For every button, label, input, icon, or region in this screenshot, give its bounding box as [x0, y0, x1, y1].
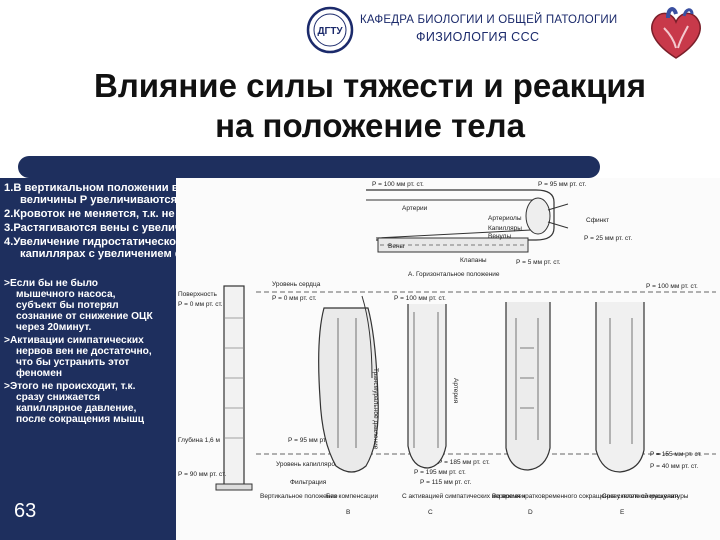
label-venules: Венулы [488, 233, 511, 240]
label-p40: Р = 40 мм рт. ст. [650, 463, 698, 470]
label-p90: Р = 90 мм рт. ст. [178, 471, 226, 478]
caption-b: Без компенсации [326, 493, 378, 500]
pressure-column-figure: Поверхность Р = 0 мм рт. ст. Глубина 1,6… [178, 285, 253, 491]
heart-icon [651, 7, 701, 59]
list-item: >Этого не происходит, т.к. сразу снижает… [4, 381, 145, 425]
letter-c: C [428, 509, 433, 516]
list-item: >Если бы не было мышечного насоса, субъе… [4, 278, 153, 333]
caption-horizontal: А. Горизонтальное положение [408, 271, 500, 278]
horizontal-vessel-figure: Р = 100 мм рт. ст. Р = 95 мм рт. ст. Р =… [366, 181, 632, 278]
gravity-diagram: Р = 100 мм рт. ст. Р = 95 мм рт. ст. Р =… [176, 178, 720, 540]
title-underline-bar [18, 156, 600, 178]
label-p100a: Р = 100 мм рт. ст. [394, 295, 446, 302]
university-logo: ДГТУ [306, 6, 354, 54]
letter-e: E [620, 509, 625, 516]
vessel-d [505, 302, 551, 471]
notes-panel [0, 276, 186, 458]
label-sphincters: Сфинкт [586, 217, 609, 224]
label-p100b: Р = 100 мм рт. ст. [646, 283, 698, 290]
title-line-2: на положение тела [215, 107, 525, 144]
label-arterioles: Артериолы [488, 215, 522, 222]
label-level-capillaries: Уровень капилляров [276, 461, 339, 468]
label-arteries: Артерии [402, 205, 428, 212]
label-p95: Р = 95 мм рт. ст. [288, 437, 336, 444]
label-heart-level: Уровень сердца [272, 281, 321, 288]
label-p155: Р = 155 мм рт. ст. [650, 451, 702, 458]
logo-text: ДГТУ [317, 26, 343, 37]
label-valves: Клапаны [460, 257, 487, 264]
list-item: 3.Растягиваются вены с увеличение V [4, 222, 219, 234]
label-depth: Глубина 1,6 м [178, 436, 220, 444]
label-capillaries: Капилляры [488, 225, 522, 232]
page-number: 63 [14, 500, 37, 522]
title-line-1: Влияние силы тяжести и реакция [94, 67, 646, 104]
caption-a: Вертикальное положение [260, 493, 338, 500]
label-p-surface: Р = 0 мм рт. ст. [178, 301, 223, 308]
caption-e: Сразу после сокращения [602, 493, 679, 500]
label-pressure: Трансмуральное давление [372, 368, 379, 450]
label-p195: Р = 195 мм рт. ст. [414, 469, 466, 476]
label-p0: Р = 0 мм рт. ст. [272, 295, 317, 302]
label-filtration: Фильтрация [290, 479, 327, 486]
label-surface: Поверхность [178, 291, 218, 298]
letter-d: D [528, 509, 533, 516]
label-p95: Р = 95 мм рт. ст. [538, 181, 586, 188]
list-item: >Активации симпатических нервов вен не д… [4, 335, 152, 379]
label-p115: Р = 115 мм рт. ст. [420, 479, 472, 486]
label-p25: Р = 25 мм рт. ст. [584, 235, 632, 242]
course-name: ФИЗИОЛОГИЯ ССС [416, 30, 540, 44]
vessel-e [595, 302, 645, 473]
label-p100: Р = 100 мм рт. ст. [372, 181, 424, 188]
vessel-b: Трансмуральное давление [318, 295, 379, 473]
label-p185: Р = 185 мм рт. ст. [438, 459, 490, 466]
slide-title: Влияние силы тяжести и реакция на положе… [40, 66, 700, 146]
caption-d: Во время кратковременного сокращения ске… [492, 492, 689, 500]
department-name: КАФЕДРА БИОЛОГИИ И ОБЩЕЙ ПАТОЛОГИИ [360, 14, 618, 26]
label-veins: Вены [388, 243, 405, 250]
notes-list: >Если бы не было мышечного насоса, субъе… [4, 278, 184, 427]
label-p5: Р = 5 мм рт. ст. [516, 259, 561, 266]
label-artery: Артерия [452, 378, 459, 404]
vessel-c: Артерия [407, 304, 459, 469]
caption-c: С активацией симпатических нервов вен [402, 492, 526, 500]
letter-b: B [346, 509, 350, 516]
